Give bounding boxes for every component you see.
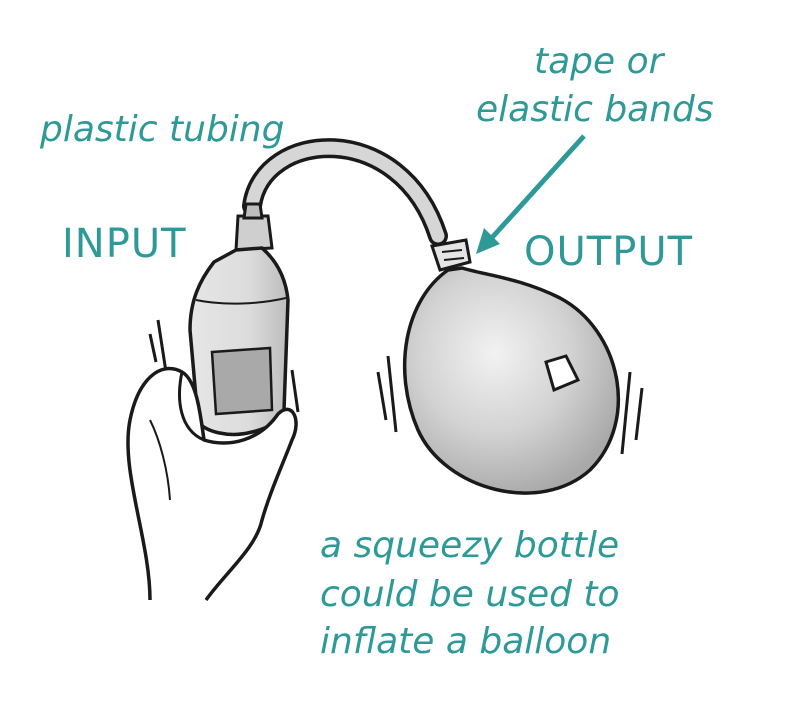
tape-label-line-1: tape or <box>534 41 664 82</box>
plastic-tubing-label: plastic tubing <box>40 109 285 150</box>
hand <box>126 366 298 602</box>
plastic-tubing <box>242 138 448 246</box>
input-label: INPUT <box>62 221 187 267</box>
output-label: OUTPUT <box>524 229 694 275</box>
balloon <box>376 238 644 495</box>
tape-arrow <box>476 134 586 254</box>
caption-line-3: inflate a balloon <box>320 621 612 662</box>
tape-label-line-2: elastic bands <box>476 89 714 130</box>
caption-line-2: could be used to <box>320 574 620 615</box>
squeezy-bottle <box>148 202 300 437</box>
caption-line-1: a squeezy bottle <box>320 525 620 566</box>
